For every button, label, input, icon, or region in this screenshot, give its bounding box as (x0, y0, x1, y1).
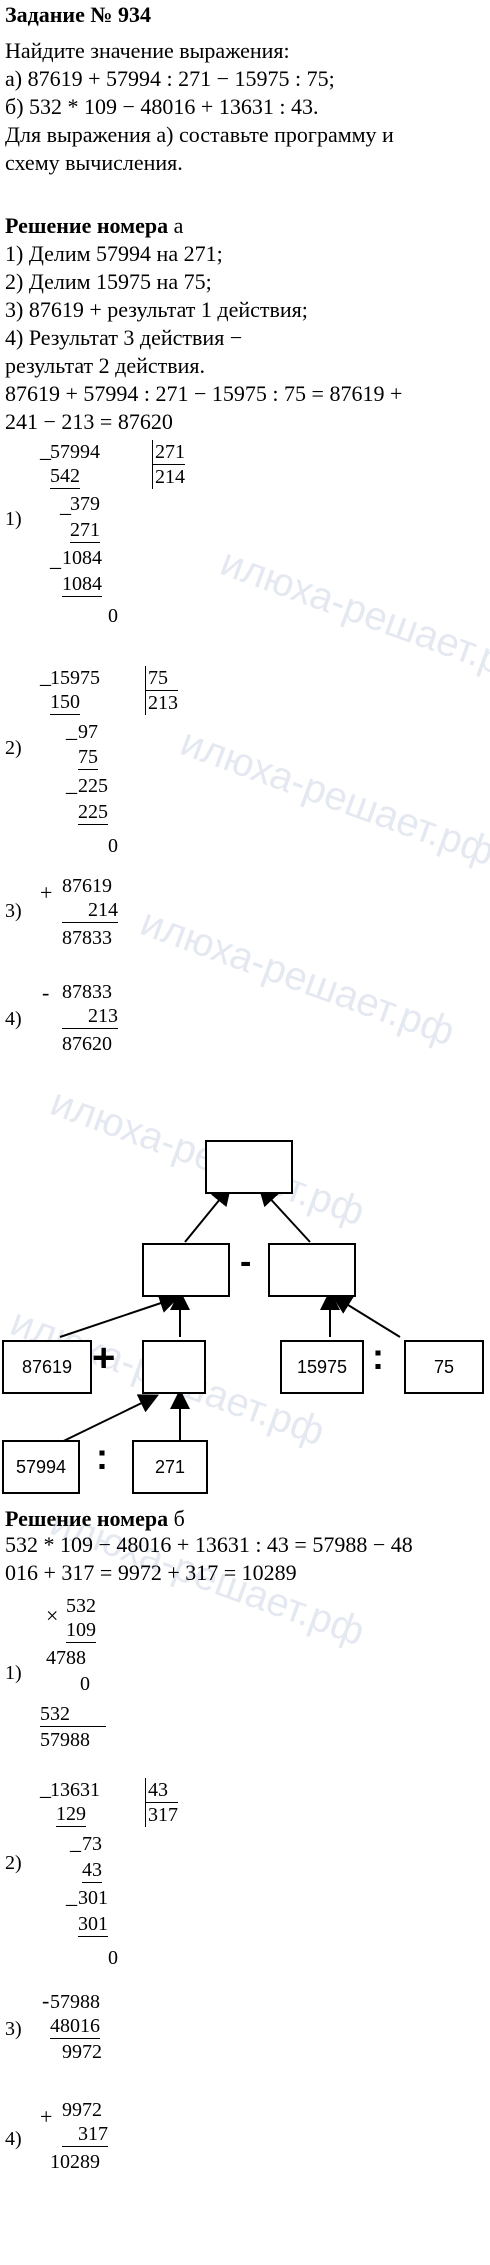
step-line: 3) 87619 + результат 1 действия; (5, 297, 308, 322)
quotient: 214 (152, 464, 185, 489)
difference: 9972 (62, 2041, 102, 2063)
subtrahend: 225 (78, 801, 108, 825)
number-box-271: 271 (132, 1440, 208, 1494)
remainder: 1084 (62, 547, 102, 569)
subtrahend: 1084 (62, 573, 102, 597)
quotient: 213 (145, 690, 178, 715)
calc-label: 1) (5, 508, 22, 530)
addend: 9972 (62, 2099, 102, 2121)
plus-sign: + (92, 1336, 116, 1380)
page-title: Задание № 934 (5, 2, 151, 27)
minus-sign: - (240, 1243, 252, 1281)
remainder: 379 (70, 493, 100, 515)
sum: 10289 (50, 2151, 100, 2173)
subtrahend: 271 (70, 519, 100, 543)
expression-line: 016 + 317 = 9972 + 317 = 10289 (5, 1560, 297, 1585)
task-line: Найдите значение выражения: (5, 38, 290, 63)
partial-product: 532 (40, 1702, 106, 1727)
dividend: 15975 (50, 667, 100, 689)
watermark: илюха-решает.рф (214, 540, 490, 695)
addend: 87619 (62, 875, 112, 897)
step-line: 2) Делим 15975 на 75; (5, 269, 212, 294)
remainder: 0 (108, 1947, 118, 1969)
number-box-75: 75 (404, 1340, 484, 1394)
number-box-57994: 57994 (2, 1440, 80, 1494)
calc-label: 3) (5, 2018, 22, 2040)
calc-label: 4) (5, 2128, 22, 2150)
calc-label: 3) (5, 900, 22, 922)
dividend: 13631 (50, 1779, 100, 1801)
calc-label: 2) (5, 737, 22, 759)
calc-label: 1) (5, 1662, 22, 1684)
remainder: 0 (108, 605, 118, 627)
subtrahend: 43 (82, 1859, 102, 1883)
step-line: результат 2 действия. (5, 353, 206, 378)
partial-product: 4788 (46, 1647, 86, 1669)
quotient: 317 (145, 1802, 178, 1827)
partial-product: 0 (80, 1673, 90, 1695)
minuend: 87833 (62, 981, 112, 1003)
dividend: 57994 (50, 441, 100, 463)
heading-letter: а (173, 213, 184, 238)
plus-result-box (142, 1243, 230, 1297)
calc-label: 4) (5, 1008, 22, 1030)
addend: 317 (62, 2122, 108, 2147)
divisor: 43 (145, 1778, 168, 1802)
section-heading: Решение номера а (5, 213, 183, 239)
subtrahend: 542 (50, 465, 80, 489)
addend: 214 (62, 898, 118, 923)
heading-letter: б (173, 1506, 185, 1531)
divide-sign: : (96, 1436, 108, 1477)
watermark: илюха-решает.рф (174, 720, 490, 875)
result-box (205, 1140, 293, 1194)
heading-bold: Решение номера (5, 213, 169, 238)
watermark: илюха-решает.рф (134, 900, 461, 1055)
number-box-87619: 87619 (2, 1340, 92, 1394)
section-heading: Решение номера б (5, 1506, 185, 1532)
div2-result-box (268, 1243, 356, 1297)
step-line: 1) Делим 57994 на 271; (5, 241, 223, 266)
factor: 532 (66, 1595, 96, 1617)
product: 57988 (40, 1729, 90, 1751)
sum: 87833 (62, 927, 112, 949)
step-line: 241 − 213 = 87620 (5, 409, 173, 434)
minuend: 57988 (50, 1991, 100, 2013)
remainder: 97 (78, 721, 98, 743)
expression-line: 532 * 109 − 48016 + 13631 : 43 = 57988 −… (5, 1532, 413, 1557)
calc-label: 2) (5, 1852, 22, 1874)
difference: 87620 (62, 1033, 112, 1055)
remainder: 301 (78, 1887, 108, 1909)
task-line: б) 532 * 109 − 48016 + 13631 : 43. (5, 94, 319, 119)
div1-result-box (142, 1340, 206, 1394)
task-line: а) 87619 + 57994 : 271 − 15975 : 75; (5, 66, 335, 91)
number-box-15975: 15975 (280, 1340, 364, 1394)
divisor: 271 (152, 440, 185, 464)
subtrahend: 301 (78, 1913, 108, 1937)
heading-bold: Решение номера (5, 1506, 169, 1531)
factor: 109 (66, 1619, 96, 1643)
divide-sign: : (372, 1336, 384, 1377)
subtrahend: 75 (78, 746, 98, 770)
task-line: Для выражения а) составьте программу и (5, 122, 394, 147)
remainder: 225 (78, 775, 108, 797)
remainder: 73 (82, 1833, 102, 1855)
subtrahend: 213 (62, 1004, 118, 1029)
task-line: схему вычисления. (5, 150, 183, 175)
subtrahend: 48016 (50, 2015, 100, 2039)
remainder: 0 (108, 835, 118, 857)
subtrahend: 150 (50, 691, 80, 715)
scheme-arrows (44, 1185, 401, 1451)
step-line: 87619 + 57994 : 271 − 15975 : 75 = 87619… (5, 381, 403, 406)
divisor: 75 (145, 666, 168, 690)
subtrahend: 129 (56, 1803, 86, 1827)
step-line: 4) Результат 3 действия − (5, 325, 243, 350)
